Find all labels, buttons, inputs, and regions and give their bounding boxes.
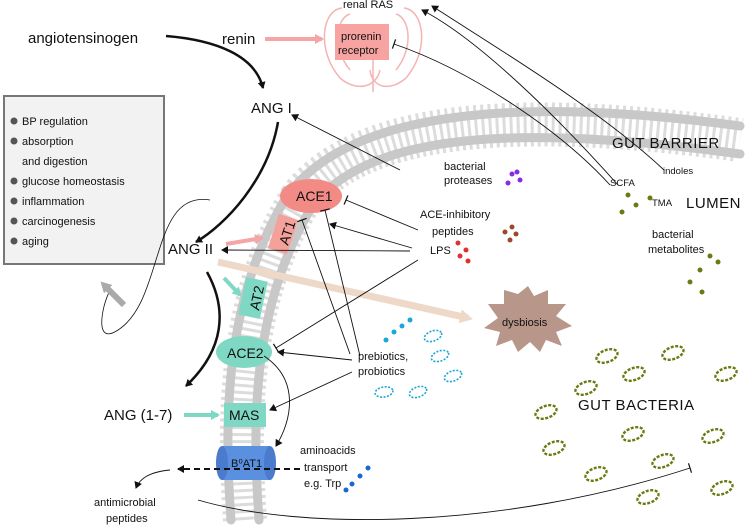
ace-inhibitory-dots [502, 224, 519, 243]
trp-dots [343, 465, 371, 493]
function-item-4: glucose homeostasis [22, 176, 125, 188]
at1-receptor [267, 213, 299, 255]
scfa-label: SCFA [610, 178, 635, 189]
at2-receptor [238, 277, 268, 319]
ang2-at1-arrow [225, 234, 264, 246]
probiotics-to-mas-arrow [269, 371, 353, 412]
prebiotics-to-ace2-arrow [277, 348, 353, 361]
ace2-receptor [216, 336, 272, 368]
lps-to-ace2-inhibit [272, 259, 419, 353]
prebiotics-to-at1-inhibit [297, 217, 351, 355]
ang1-label: ANG I [251, 100, 292, 117]
at2-label: AT2 [246, 284, 267, 312]
antimicrobial-label-1: antimicrobial [94, 497, 156, 509]
prebiotics-to-ace1-inhibit [319, 208, 361, 357]
aminoacids-label-1: aminoacids [300, 445, 356, 457]
ang2-at2-arrow [222, 276, 242, 297]
scfa-to-prorenin-inhibit [391, 39, 611, 186]
ace-inhibitory-label-2: peptides [432, 226, 474, 238]
bacterial-protease-dots [505, 169, 523, 186]
indoles-to-renal-ras-arrow [431, 5, 665, 171]
tma-label: TMA [652, 198, 673, 209]
angiotensinogen-label: angiotensinogen [28, 30, 138, 47]
aminoacids-label-2: transport [304, 462, 347, 474]
lps-dots [455, 240, 471, 264]
ace2-label: ACE2 [227, 345, 264, 361]
probiotic-bacteria [374, 329, 463, 399]
antimicrobial-to-bacteria-inhibit [197, 463, 693, 520]
feedback-curve [101, 199, 211, 334]
grey-arrow-to-box [100, 281, 127, 308]
function-item-5: inflammation [22, 196, 84, 208]
dysbiosis-arrow [217, 258, 473, 324]
lps-to-ang2-arrow [221, 246, 411, 255]
function-item-3: and digestion [22, 156, 87, 168]
renal-ras-label: renal RAS [343, 0, 393, 11]
function-item-2: absorption [22, 136, 73, 148]
arrow-ang2-ang17 [185, 271, 221, 387]
dysbiosis-label: dysbiosis [502, 317, 548, 329]
prebiotics-label: prebiotics, [358, 351, 408, 363]
b0at1-label: B⁰AT1 [231, 458, 262, 470]
bacterial-proteases-label-2: proteases [444, 175, 493, 187]
ang17-label: ANG (1-7) [104, 407, 172, 424]
b0at1-channel [216, 446, 276, 480]
renin-label: renin [222, 31, 255, 48]
bacterial-metabolites-label-2: metabolites [648, 244, 705, 256]
gut-barrier-label: GUT BARRIER [612, 135, 720, 152]
ang2-label: ANG II [168, 241, 213, 258]
to-antimicrobial-arrow [134, 469, 171, 489]
ace-inhibitory-to-ace1 [343, 195, 419, 231]
mas-receptor [224, 403, 266, 427]
gut-bacteria-cells [534, 345, 738, 505]
mas-label: MAS [229, 407, 259, 423]
prorenin-receptor-box [335, 24, 389, 60]
lps-to-at1-arrow [329, 221, 413, 249]
functions-box [3, 95, 165, 265]
bacterial-proteases-label-1: bacterial [444, 161, 486, 173]
dysbiosis-shape [484, 286, 572, 352]
indoles-label: indoles [663, 166, 693, 177]
ace2-to-b0at1-arrow [263, 355, 290, 447]
at1-label: AT1 [276, 218, 299, 247]
aminoacids-label-3: e.g. Trp [304, 478, 341, 490]
receptor-label: receptor [338, 45, 379, 57]
function-item-6: carcinogenesis [22, 216, 96, 228]
arrow-ang1-ang2 [195, 121, 280, 244]
lps-label: LPS [430, 245, 451, 257]
ace1-receptor [280, 179, 342, 213]
proteases-to-ang1-arrow [291, 114, 401, 171]
probiotics-label: probiotics [358, 366, 406, 378]
ace-inhibitory-label-1: ACE-inhibitory [420, 209, 491, 221]
bacterial-metabolites-label-1: bacterial [652, 229, 694, 241]
function-bullets [10, 117, 18, 245]
bacterial-metabolite-dots [619, 192, 721, 295]
function-item-1: BP regulation [22, 116, 88, 128]
prebiotic-dots [383, 317, 413, 343]
arrow-angiotensinogen-ang1 [165, 34, 266, 89]
ace1-label: ACE1 [296, 188, 333, 204]
function-item-7: aging [22, 236, 49, 248]
antimicrobial-label-2: peptides [106, 513, 148, 525]
prorenin-label: prorenin [341, 31, 381, 43]
gut-bacteria-label: GUT BACTERIA [578, 397, 695, 414]
lumen-label: LUMEN [686, 195, 741, 212]
scfa-to-renal-ras-arrow [421, 9, 619, 186]
